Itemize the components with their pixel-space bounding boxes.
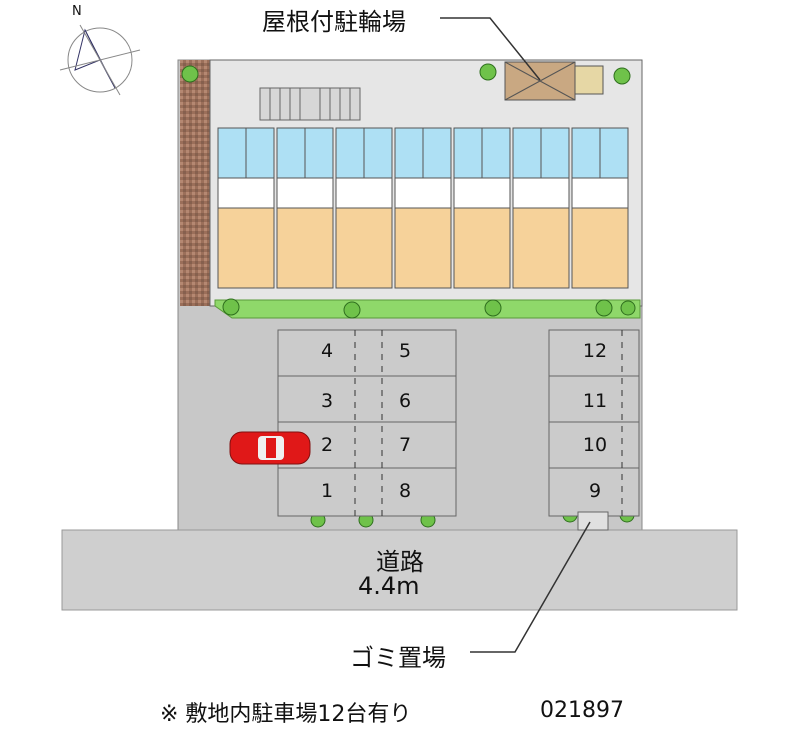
car-icon (229, 431, 311, 465)
bike-shelter (504, 61, 604, 101)
garbage-area (577, 511, 609, 531)
parking-space-6: 6 (398, 390, 412, 412)
parking-bays-left (277, 329, 457, 517)
parking-space-3: 3 (320, 390, 334, 412)
road-width-label: 4.4m (358, 572, 420, 600)
north-label: N (72, 4, 82, 19)
footer-note: ※ 敷地内駐車場12台有り (160, 702, 412, 727)
parking-space-8: 8 (398, 480, 412, 502)
trees (181, 63, 636, 528)
parking-space-1: 1 (320, 480, 334, 502)
garbage-label: ゴミ置場 (350, 644, 446, 672)
stairs (259, 87, 361, 121)
compass-icon (59, 24, 141, 96)
parking-space-7: 7 (398, 434, 412, 456)
bike-parking-label: 屋根付駐輪場 (262, 8, 406, 36)
parking-space-2: 2 (320, 434, 334, 456)
parking-space-10: 10 (582, 434, 608, 456)
parking-space-4: 4 (320, 340, 334, 362)
garbage-leader (470, 521, 591, 653)
road (61, 529, 738, 611)
map-code: 021897 (540, 698, 624, 723)
parking-space-9: 9 (588, 480, 602, 502)
apartment-units (217, 127, 629, 289)
parking-space-5: 5 (398, 340, 412, 362)
bike-shelter-leader (440, 17, 541, 81)
parking-space-11: 11 (582, 390, 608, 412)
parking-bays-right (548, 329, 640, 517)
parking-space-12: 12 (582, 340, 608, 362)
hedge-strip (214, 299, 641, 319)
road-name-label: 道路 (376, 548, 424, 576)
